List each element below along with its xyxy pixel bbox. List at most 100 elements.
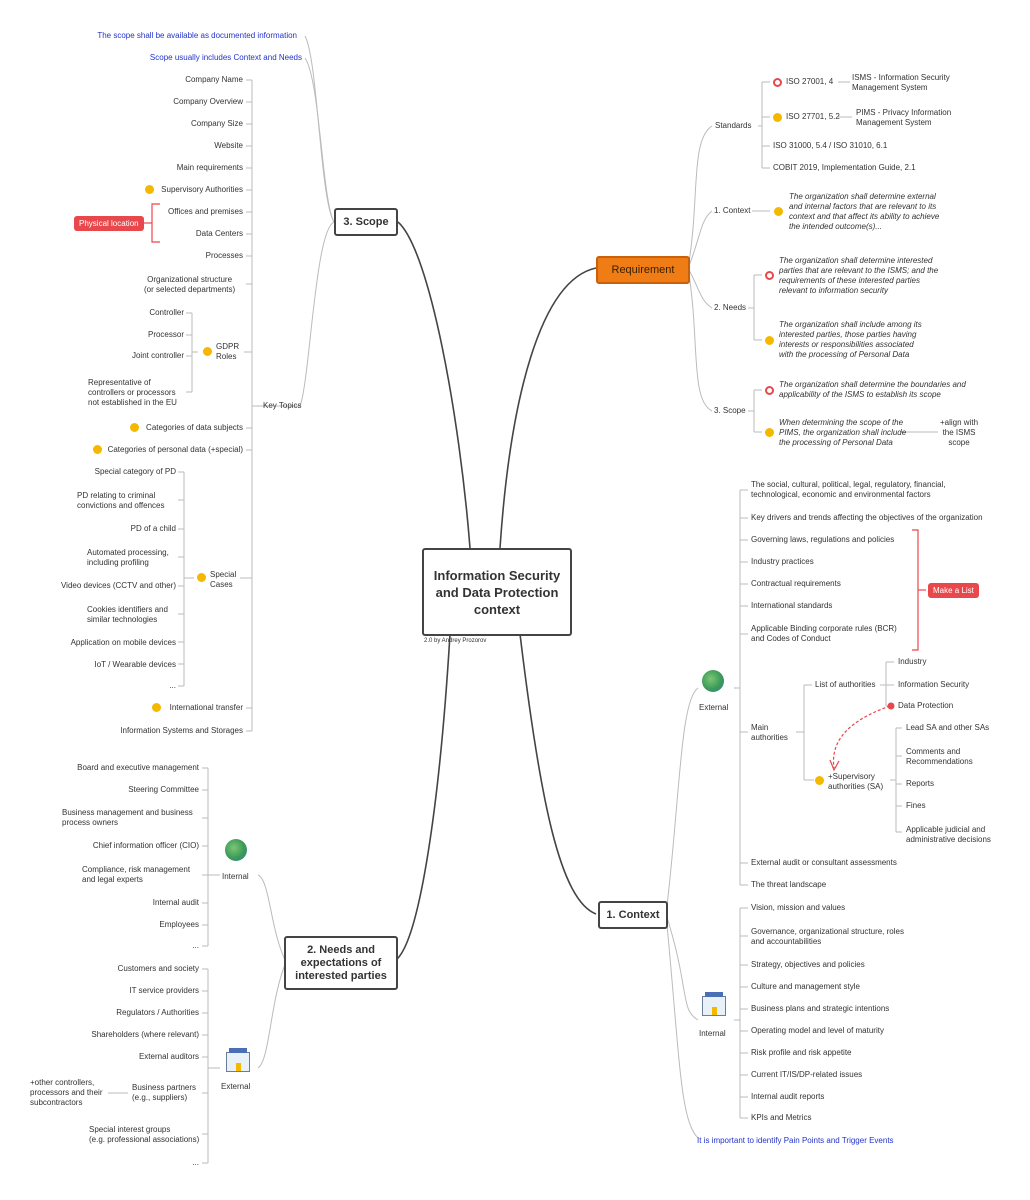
auth-industry: Industry [898,657,927,666]
mobile-apps: Application on mobile devices [70,638,176,647]
comments-recommendations: Comments and Recommendations [906,747,973,766]
iot-devices: IoT / Wearable devices [94,660,176,669]
steering-committee: Steering Committee [128,785,199,794]
processes: Processes [205,251,243,260]
joint-controller: Joint controller [131,351,184,360]
employees: Employees [159,920,199,929]
special-interest-groups: Special interest groups (e.g. profession… [89,1125,200,1144]
req-scope: 3. Scope [714,406,746,415]
sa-reports: Reports [906,779,935,788]
iso-27001: ISO 27001, 4 [786,77,834,86]
int-audit-reports: Internal audit reports [751,1092,825,1101]
key-topics: Key Topics [263,401,302,410]
ext-factors: The social, cultural, political, legal, … [751,480,946,499]
main-authorities: Main authorities [751,723,788,742]
offices-premises: Offices and premises [168,207,243,216]
company-size: Company Size [190,119,243,128]
lead-sa: Lead SA and other SAs [906,723,990,732]
int-governance: Governance, organizational structure, ro… [751,927,904,946]
gdpr-roles: GDPR Roles [216,342,240,361]
special-cases: Special Cases [210,570,237,589]
req-context: 1. Context [714,206,751,215]
internal-ellipsis: ... [192,941,199,950]
central-topic[interactable]: Information Security and Data Protection… [422,548,572,636]
align-note: +align with the ISMS scope [940,418,979,447]
company-name: Company Name [185,75,243,84]
iso-27701: ISO 27701, 5.2 [786,112,840,121]
cobit: COBIT 2019, Implementation Guide, 2.1 [773,163,916,172]
special-category: Special category of PD [94,467,176,476]
ext-industry-practices: Industry practices [751,557,814,566]
int-operating-model: Operating model and level of maturity [751,1026,884,1035]
make-list-tag: Make a List [928,583,979,598]
isms-label: ISMS - Information Security Management S… [852,73,950,92]
context-node[interactable]: 1. Context [598,901,668,929]
video-devices: Video devices (CCTV and other) [60,581,176,590]
cookies: Cookies identifiers and similar technolo… [87,605,168,624]
scope-note-includes: Scope usually includes Context and Needs [149,53,302,62]
int-business-plans: Business plans and strategic intentions [751,1004,890,1013]
cio: Chief information officer (CIO) [92,841,199,850]
scope-requirement-text-1: The organization shall determine the bou… [779,380,966,399]
ext-key-drivers: Key drivers and trends affecting the obj… [751,513,983,522]
auth-dataprot: Data Protection [898,701,954,710]
warning-emoji-icon [130,423,139,432]
warning-emoji-icon [197,573,206,582]
org-structure: Organizational structure (or selected de… [144,275,236,294]
physical-location-tag: Physical location [74,216,144,231]
automated-processing: Automated processing, including profilin… [87,548,169,567]
warning-emoji-icon [765,336,774,345]
stop-emoji-icon [765,271,774,280]
criminal-convictions: PD relating to criminal convictions and … [77,491,165,510]
information-systems: Information Systems and Storages [120,726,243,735]
categories-personal-data: Categories of personal data (+special) [107,445,243,454]
context-internal: Internal [699,1029,726,1038]
international-transfer: International transfer [169,703,243,712]
int-culture: Culture and management style [751,982,860,991]
stop-emoji-icon [773,78,782,87]
compliance-experts: Compliance, risk management and legal ex… [82,865,191,884]
internal-audit: Internal audit [152,898,199,907]
ext-contractual: Contractual requirements [751,579,841,588]
pain-points-note: It is important to identify Pain Points … [697,1136,894,1145]
website: Website [214,141,243,150]
pd-child: PD of a child [130,524,176,533]
int-risk-profile: Risk profile and risk appetite [751,1048,852,1057]
pims-label: PIMS - Privacy Information Management Sy… [856,108,952,127]
representative: Representative of controllers or process… [88,378,177,407]
warning-emoji-icon [774,207,783,216]
supervisory-sa: +Supervisory authorities (SA) [828,772,884,791]
req-needs: 2. Needs [714,303,747,312]
business-owners: Business management and business process… [62,808,193,827]
ext-bcr: Applicable Binding corporate rules (BCR)… [751,624,897,643]
iso-31000: ISO 31000, 5.4 / ISO 31010, 6.1 [773,141,888,150]
requirement-node[interactable]: Requirement [596,256,690,284]
needs-external: External [221,1082,251,1091]
special-ellipsis: ... [169,681,176,690]
standards: Standards [715,121,752,130]
scope-requirement-text-2: When determining the scope of the PIMS, … [779,418,907,447]
customers-society: Customers and society [117,964,199,973]
shareholders: Shareholders (where relevant) [91,1030,199,1039]
processor: Processor [147,330,184,339]
needs-requirement-text-2: The organization shall include among its… [779,320,922,359]
sa-fines: Fines [906,801,926,810]
ext-laws: Governing laws, regulations and policies [751,535,895,544]
author-note: 2.0 by Andrey Prozorov [424,638,487,644]
other-controllers: +other controllers, processors and their… [30,1078,103,1107]
controller: Controller [149,308,184,317]
scope-node[interactable]: 3. Scope [334,208,398,236]
int-kpis: KPIs and Metrics [751,1113,812,1122]
needs-node[interactable]: 2. Needs and expectations of interested … [284,936,398,990]
supervisory-authorities: Supervisory Authorities [161,185,243,194]
warning-emoji-icon [145,185,154,194]
company-overview: Company Overview [173,97,243,106]
int-vision: Vision, mission and values [751,903,846,912]
needs-internal: Internal [222,872,249,881]
external-auditors: External auditors [138,1052,199,1061]
globe-icon [702,670,724,692]
list-of-authorities: List of authorities [815,680,876,689]
external-ellipsis: ... [192,1158,199,1167]
int-current-issues: Current IT/IS/DP-related issues [751,1070,863,1079]
